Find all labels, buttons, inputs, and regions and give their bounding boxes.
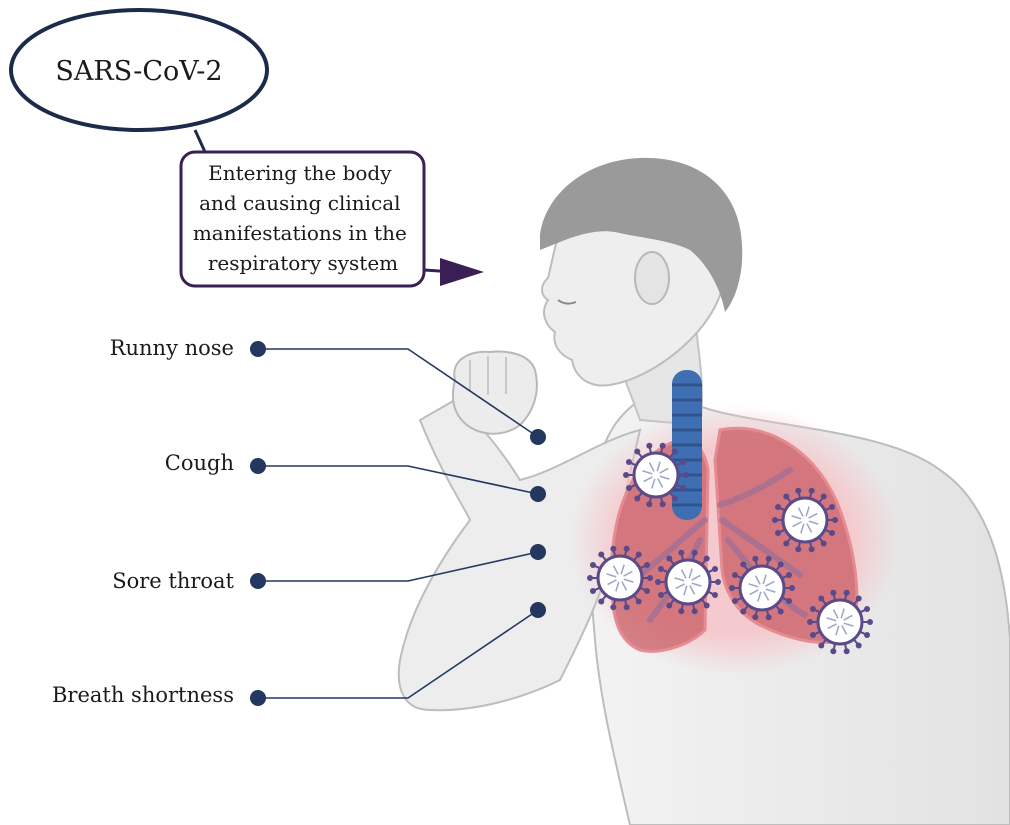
symptom-label: Runny nose [110,336,234,360]
ear [635,252,669,304]
virus-bubble: SARS-CoV-2 [11,10,267,152]
target-dot [530,544,546,560]
symptom-label: Breath shortness [52,683,234,707]
bubble-connector [195,130,205,152]
arrow-head [440,258,484,286]
target-dot [530,602,546,618]
target-dot [530,486,546,502]
callout-line-3: manifestations in the [193,221,407,245]
callout-line-1: Entering the body [208,161,392,185]
virus-bubble-text: SARS-CoV-2 [55,56,222,87]
entry-callout: Entering the body and causing clinical m… [181,152,484,286]
symptom-label: Cough [165,451,234,475]
fist [453,352,537,434]
target-dot [530,429,546,445]
callout-line-4: respiratory system [208,251,398,275]
symptom-label: Sore throat [112,569,234,593]
callout-line-2: and causing clinical [199,191,400,215]
